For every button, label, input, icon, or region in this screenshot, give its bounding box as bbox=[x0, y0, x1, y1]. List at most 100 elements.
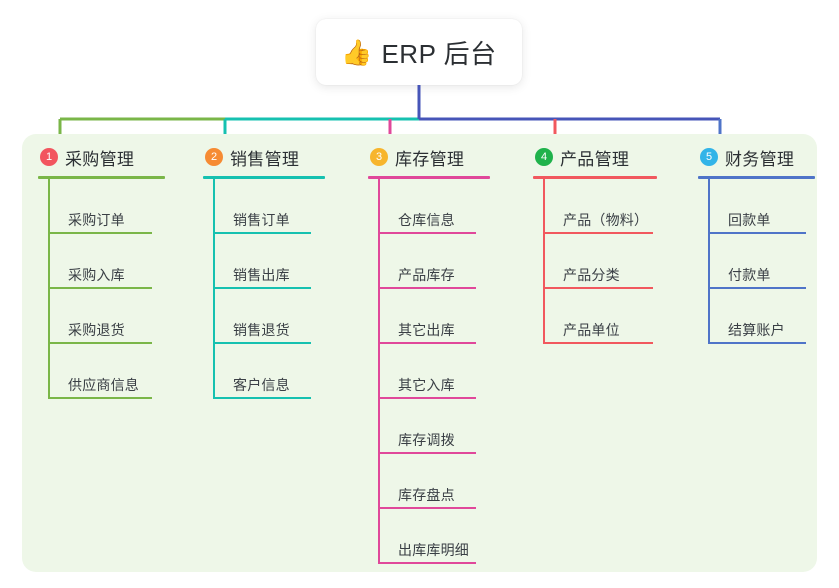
branch-number-badge: 1 bbox=[40, 148, 58, 166]
branch-item[interactable]: 付款单 bbox=[708, 234, 815, 289]
branch-header-rule bbox=[203, 176, 325, 179]
branch-item-label: 回款单 bbox=[728, 212, 771, 228]
branch-item[interactable]: 销售订单 bbox=[213, 179, 325, 234]
branch-item-label: 销售出库 bbox=[233, 267, 290, 283]
branch-item-rule bbox=[543, 342, 653, 344]
branch-item[interactable]: 采购入库 bbox=[48, 234, 165, 289]
mindmap-panel bbox=[22, 134, 817, 572]
branch-header-rule bbox=[533, 176, 657, 179]
branch-item-rule bbox=[378, 452, 476, 454]
branch-item[interactable]: 结算账户 bbox=[708, 289, 815, 344]
branch-header-rule bbox=[368, 176, 490, 179]
branch-item-label: 供应商信息 bbox=[68, 377, 139, 393]
branch-column-3: 3 库存管理仓库信息产品库存其它出库其它入库库存调拨库存盘点出库库明细 bbox=[368, 142, 490, 564]
branch-item[interactable]: 产品库存 bbox=[378, 234, 490, 289]
branch-item[interactable]: 采购退货 bbox=[48, 289, 165, 344]
branch-number-badge: 4 bbox=[535, 148, 553, 166]
branch-item[interactable]: 采购订单 bbox=[48, 179, 165, 234]
branch-item-label: 其它入库 bbox=[398, 377, 455, 393]
branch-item-rule bbox=[543, 287, 653, 289]
branch-item[interactable]: 客户信息 bbox=[213, 344, 325, 399]
branch-item-label: 产品分类 bbox=[563, 267, 620, 283]
branch-item-rule bbox=[213, 397, 311, 399]
branch-item-rule bbox=[48, 397, 152, 399]
branch-item[interactable]: 其它入库 bbox=[378, 344, 490, 399]
branch-item-rule bbox=[213, 287, 311, 289]
branch-item[interactable]: 产品分类 bbox=[543, 234, 657, 289]
branch-number-badge: 2 bbox=[205, 148, 223, 166]
branch-item-rule bbox=[708, 287, 806, 289]
branch-item[interactable]: 供应商信息 bbox=[48, 344, 165, 399]
branch-item-list: 仓库信息产品库存其它出库其它入库库存调拨库存盘点出库库明细 bbox=[368, 179, 490, 564]
branch-title: 产品管理 bbox=[560, 149, 630, 169]
branch-spine bbox=[543, 179, 545, 344]
branch-item-label: 采购退货 bbox=[68, 322, 125, 338]
branch-item-rule bbox=[708, 342, 806, 344]
branch-item-list: 回款单付款单结算账户 bbox=[698, 179, 815, 344]
branch-item-label: 库存盘点 bbox=[398, 487, 455, 503]
branch-title: 库存管理 bbox=[395, 149, 465, 169]
branch-item-rule bbox=[378, 232, 476, 234]
branch-item-label: 出库库明细 bbox=[398, 542, 469, 558]
branch-item-label: 客户信息 bbox=[233, 377, 290, 393]
branch-item-label: 结算账户 bbox=[728, 322, 785, 338]
branch-item-rule bbox=[378, 397, 476, 399]
branch-item-label: 产品库存 bbox=[398, 267, 455, 283]
branch-item-rule bbox=[708, 232, 806, 234]
branch-item[interactable]: 销售出库 bbox=[213, 234, 325, 289]
branch-spine bbox=[708, 179, 710, 344]
branch-item-label: 仓库信息 bbox=[398, 212, 455, 228]
branch-item[interactable]: 其它出库 bbox=[378, 289, 490, 344]
branch-title: 采购管理 bbox=[65, 149, 135, 169]
branch-item[interactable]: 仓库信息 bbox=[378, 179, 490, 234]
branch-header-2[interactable]: 2 销售管理 bbox=[203, 142, 325, 172]
branch-column-4: 4 产品管理产品（物料） 产品分类产品单位 bbox=[533, 142, 657, 344]
branch-item-label: 产品（物料） bbox=[563, 212, 649, 228]
branch-item-list: 采购订单采购入库采购退货供应商信息 bbox=[38, 179, 165, 399]
branch-column-5: 5 财务管理回款单付款单结算账户 bbox=[698, 142, 815, 344]
branch-spine bbox=[48, 179, 50, 399]
branch-item-label: 销售退货 bbox=[233, 322, 290, 338]
branch-item-rule bbox=[543, 232, 653, 234]
branch-title: 销售管理 bbox=[230, 149, 300, 169]
thumbs-up-icon: 👍 bbox=[341, 38, 373, 67]
branch-column-2: 2 销售管理销售订单销售出库销售退货客户信息 bbox=[203, 142, 325, 399]
branch-item-rule bbox=[48, 342, 152, 344]
branch-title: 财务管理 bbox=[725, 149, 795, 169]
branch-item-label: 产品单位 bbox=[563, 322, 620, 338]
branch-item-label: 库存调拨 bbox=[398, 432, 455, 448]
branch-number-badge: 5 bbox=[700, 148, 718, 166]
branch-header-5[interactable]: 5 财务管理 bbox=[698, 142, 815, 172]
branch-item-label: 付款单 bbox=[728, 267, 771, 283]
branch-item-rule bbox=[213, 342, 311, 344]
root-node-card[interactable]: 👍 ERP 后台 bbox=[316, 19, 522, 85]
branch-number-badge: 3 bbox=[370, 148, 388, 166]
branch-item-list: 销售订单销售出库销售退货客户信息 bbox=[203, 179, 325, 399]
branch-item[interactable]: 销售退货 bbox=[213, 289, 325, 344]
branch-header-rule bbox=[698, 176, 815, 179]
branch-item-rule bbox=[378, 562, 476, 564]
branch-item-rule bbox=[48, 287, 152, 289]
branch-item-label: 采购入库 bbox=[68, 267, 125, 283]
branch-header-3[interactable]: 3 库存管理 bbox=[368, 142, 490, 172]
branch-spine bbox=[378, 179, 380, 564]
branch-item-list: 产品（物料） 产品分类产品单位 bbox=[533, 179, 657, 344]
branch-item[interactable]: 库存调拨 bbox=[378, 399, 490, 454]
branch-item-rule bbox=[378, 342, 476, 344]
branch-item-label: 采购订单 bbox=[68, 212, 125, 228]
branch-column-1: 1 采购管理采购订单采购入库采购退货供应商信息 bbox=[38, 142, 165, 399]
branch-header-rule bbox=[38, 176, 165, 179]
branch-item[interactable]: 出库库明细 bbox=[378, 509, 490, 564]
branch-header-4[interactable]: 4 产品管理 bbox=[533, 142, 657, 172]
branch-item-label: 其它出库 bbox=[398, 322, 455, 338]
branch-header-1[interactable]: 1 采购管理 bbox=[38, 142, 165, 172]
branch-item[interactable]: 回款单 bbox=[708, 179, 815, 234]
branch-item[interactable]: 产品（物料） bbox=[543, 179, 657, 234]
branch-item-rule bbox=[213, 232, 311, 234]
branch-spine bbox=[213, 179, 215, 399]
branch-item[interactable]: 库存盘点 bbox=[378, 454, 490, 509]
branch-item[interactable]: 产品单位 bbox=[543, 289, 657, 344]
branch-item-rule bbox=[378, 507, 476, 509]
branch-item-rule bbox=[378, 287, 476, 289]
branch-item-label: 销售订单 bbox=[233, 212, 290, 228]
